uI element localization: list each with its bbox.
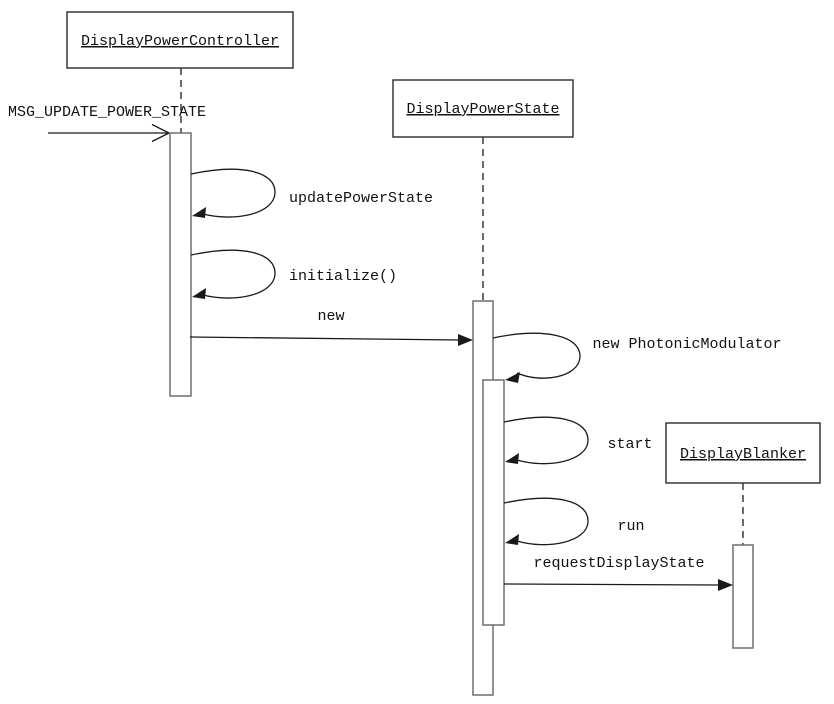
- arrowhead-new-photonic-modulator: [505, 372, 520, 383]
- lifeline-head-display-power-controller: [66, 11, 294, 69]
- open-arrowhead-msg-update-power-state: [151, 123, 170, 143]
- message-line-request-display-state: [503, 583, 721, 586]
- message-label-update-power-state: updatePowerState: [289, 190, 433, 207]
- self-message-arc-update-power-state: [190, 168, 276, 218]
- arrowhead-new: [458, 334, 473, 346]
- arrowhead-request-display-state: [718, 579, 733, 591]
- message-label-msg-update-power-state: MSG_UPDATE_POWER_STATE: [8, 104, 206, 121]
- activation-bar-display-blanker: [732, 544, 754, 649]
- message-label-new-photonic-modulator: new PhotonicModulator: [592, 336, 781, 353]
- lifeline-label-display-power-state: DisplayPowerState: [406, 101, 559, 118]
- message-label-new: new: [317, 308, 344, 325]
- self-message-arc-initialize: [190, 249, 276, 299]
- activation-bar-display-power-controller: [169, 132, 192, 397]
- activation-bar-display-power-state-nested: [482, 379, 505, 626]
- message-label-request-display-state: requestDisplayState: [533, 555, 704, 572]
- message-line-new: [189, 336, 461, 341]
- message-label-start: start: [607, 436, 652, 453]
- self-message-arc-start: [503, 416, 589, 465]
- arrowhead-initialize: [192, 288, 206, 299]
- self-message-arc-new-photonic-modulator: [492, 332, 581, 379]
- arrowhead-run: [505, 534, 519, 545]
- lifeline-label-display-power-controller: DisplayPowerController: [81, 33, 279, 50]
- lifeline-head-display-blanker: [665, 422, 821, 484]
- message-label-run: run: [617, 518, 644, 535]
- arrowhead-start: [505, 453, 519, 464]
- lifeline-label-display-blanker: DisplayBlanker: [680, 446, 806, 463]
- message-label-initialize: initialize(): [289, 268, 397, 285]
- arrowhead-update-power-state: [192, 207, 206, 218]
- lifeline-head-display-power-state: [392, 79, 574, 138]
- self-message-arc-run: [503, 497, 589, 546]
